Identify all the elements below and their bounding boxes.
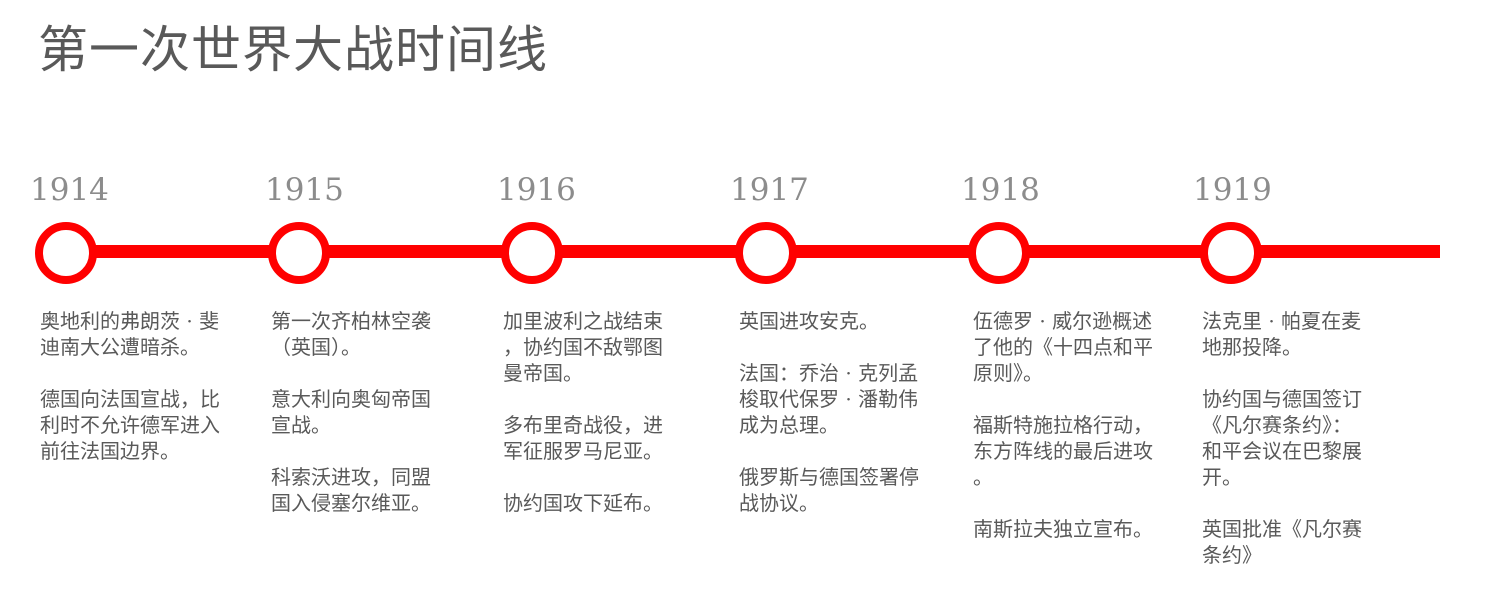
timeline-marker-1918 xyxy=(968,222,1030,284)
events-1919: 法克里 · 帕夏在麦 地那投降。 协约国与德国签订 《凡尔赛条约》： 和平会议在… xyxy=(1202,308,1398,568)
timeline-marker-1919 xyxy=(1200,222,1262,284)
event-text: 俄罗斯与德国签署停 战协议。 xyxy=(739,465,919,515)
year-label-1917: 1917 xyxy=(730,172,809,208)
event-text: 协约国攻下延布。 xyxy=(503,491,663,515)
event-text: 多布里奇战役，进 军征服罗马尼亚。 xyxy=(503,413,663,463)
event-text: 意大利向奥匈帝国 宣战。 xyxy=(271,387,431,437)
timeline-marker-1917 xyxy=(735,222,797,284)
event-text: 福斯特施拉格行动， 东方阵线的最后进攻 。 xyxy=(973,413,1153,489)
events-1916: 加里波利之战结束 ，协约国不敌鄂图 曼帝国。 多布里奇战役，进 军征服罗马尼亚。… xyxy=(503,308,699,516)
events-1915: 第一次齐柏林空袭 （英国）。 意大利向奥匈帝国 宣战。 科索沃进攻，同盟 国入侵… xyxy=(271,308,467,516)
events-1918: 伍德罗 · 威尔逊概述 了他的《十四点和平 原则》。 福斯特施拉格行动， 东方阵… xyxy=(973,308,1169,542)
event-text: 协约国与德国签订 《凡尔赛条约》： 和平会议在巴黎展 开。 xyxy=(1202,387,1362,489)
event-text: 奥地利的弗朗茨 · 斐 迪南大公遭暗杀。 xyxy=(40,309,220,359)
timeline-marker-1914 xyxy=(35,222,97,284)
event-text: 加里波利之战结束 ，协约国不敌鄂图 曼帝国。 xyxy=(503,309,663,385)
year-label-1918: 1918 xyxy=(961,172,1040,208)
event-text: 法克里 · 帕夏在麦 地那投降。 xyxy=(1202,309,1362,359)
timeline-marker-1915 xyxy=(268,222,330,284)
event-text: 科索沃进攻，同盟 国入侵塞尔维亚。 xyxy=(271,465,431,515)
event-text: 英国进攻安克。 xyxy=(739,309,879,333)
year-label-1916: 1916 xyxy=(497,172,576,208)
event-text: 法国：乔治 · 克列孟 梭取代保罗 · 潘勒伟 成为总理。 xyxy=(739,361,919,437)
event-text: 德国向法国宣战，比 利时不允许德军进入 前往法国边界。 xyxy=(40,387,220,463)
timeline-marker-1916 xyxy=(501,222,563,284)
event-text: 英国批准《凡尔赛 条约》 xyxy=(1202,517,1362,567)
page-title: 第一次世界大战时间线 xyxy=(38,21,548,79)
year-label-1915: 1915 xyxy=(265,172,344,208)
event-text: 伍德罗 · 威尔逊概述 了他的《十四点和平 原则》。 xyxy=(973,309,1153,385)
year-label-1914: 1914 xyxy=(30,172,109,208)
events-1917: 英国进攻安克。 法国：乔治 · 克列孟 梭取代保罗 · 潘勒伟 成为总理。 俄罗… xyxy=(739,308,935,516)
event-text: 南斯拉夫独立宣布。 xyxy=(973,517,1153,541)
event-text: 第一次齐柏林空袭 （英国）。 xyxy=(271,309,431,359)
year-label-1919: 1919 xyxy=(1193,172,1272,208)
events-1914: 奥地利的弗朗茨 · 斐 迪南大公遭暗杀。 德国向法国宣战，比 利时不允许德军进入… xyxy=(40,308,236,464)
